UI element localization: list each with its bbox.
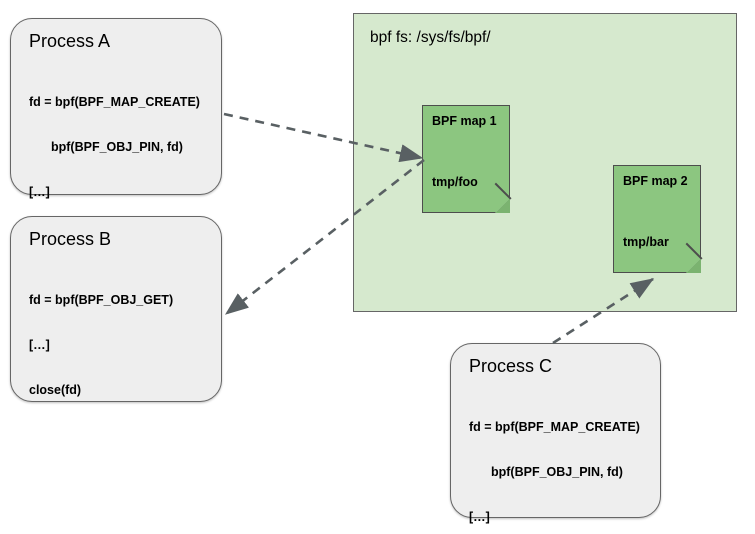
process-b-code: fd = bpf(BPF_OBJ_GET) […] close(fd) xyxy=(29,263,173,428)
process-b-code-line-3: close(fd) xyxy=(29,383,82,397)
process-a-code-line-3: […] xyxy=(29,185,50,199)
process-a-title: Process A xyxy=(29,31,111,51)
process-b-title: Process B xyxy=(29,229,112,249)
bpf-map-2-sheet xyxy=(613,165,701,273)
process-a-code-line-1: fd = bpf(BPF_MAP_CREATE) xyxy=(29,95,200,109)
process-c-box[interactable]: Process C fd = bpf(BPF_MAP_CREATE) bpf(B… xyxy=(450,343,661,524)
process-c-code-line-2: bpf(BPF_OBJ_PIN, fd) xyxy=(491,465,623,479)
bpf-map-1-title: BPF map 1 xyxy=(432,114,497,128)
bpf-map-2-title: BPF map 2 xyxy=(623,174,688,188)
process-b-box[interactable]: Process B fd = bpf(BPF_OBJ_GET) […] clos… xyxy=(10,216,222,402)
bpf-filesystem-label: bpf fs: /sys/fs/bpf/ xyxy=(370,29,491,46)
process-b-code-line-2: […] xyxy=(29,338,50,352)
process-c-code-line-3: […] xyxy=(469,510,490,524)
process-b-code-line-1: fd = bpf(BPF_OBJ_GET) xyxy=(29,293,174,307)
bpf-map-2[interactable]: BPF map 2 tmp/bar xyxy=(613,165,703,273)
process-a-box[interactable]: Process A fd = bpf(BPF_MAP_CREATE) bpf(B… xyxy=(10,18,222,244)
process-c-code-line-1: fd = bpf(BPF_MAP_CREATE) xyxy=(469,420,640,434)
bpf-map-1[interactable]: BPF map 1 tmp/foo xyxy=(422,105,512,213)
process-c-title: Process C xyxy=(469,356,553,376)
bpf-map-2-path: tmp/bar xyxy=(623,235,669,249)
process-c-code: fd = bpf(BPF_MAP_CREATE) bpf(BPF_OBJ_PIN… xyxy=(469,390,640,534)
process-a-code-line-2: bpf(BPF_OBJ_PIN, fd) xyxy=(51,140,183,154)
bpf-map-1-path: tmp/foo xyxy=(432,175,478,189)
